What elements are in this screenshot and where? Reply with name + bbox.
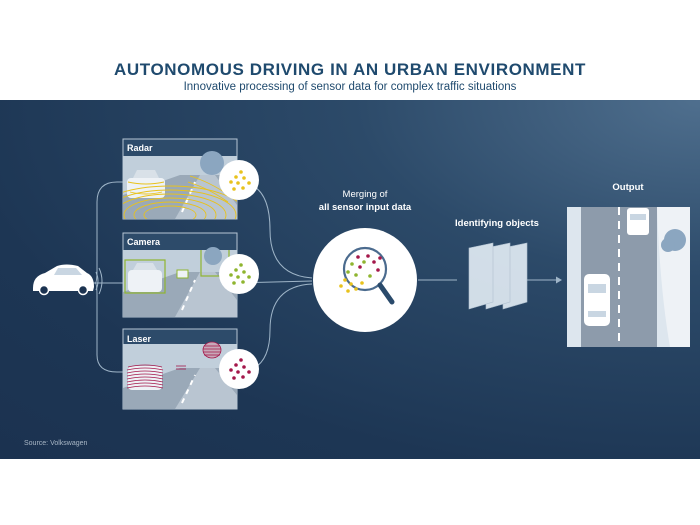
page-subtitle: Innovative processing of sensor data for… xyxy=(183,81,517,93)
camera-panel: Camera xyxy=(122,232,259,318)
page-title: AUTONOMOUS DRIVING IN AN URBAN ENVIRONME… xyxy=(114,60,586,79)
identifying-label: Identifying objects xyxy=(455,218,539,229)
header: AUTONOMOUS DRIVING IN AN URBAN ENVIRONME… xyxy=(0,0,700,100)
laser-panel: Laser xyxy=(122,328,259,410)
laser-object xyxy=(202,341,222,359)
output-car-front xyxy=(627,208,649,235)
arrow-head xyxy=(556,276,562,284)
source-note: Source: Volkswagen xyxy=(24,440,88,447)
camera-label: Camera xyxy=(127,237,161,247)
footer xyxy=(0,459,700,525)
output-car-ego xyxy=(584,274,610,326)
laser-points xyxy=(229,358,251,380)
radar-label: Radar xyxy=(127,143,153,153)
merging-magnifier-icon xyxy=(313,228,417,332)
merging-label-line2: all sensor input data xyxy=(319,202,412,213)
radar-panel: Radar xyxy=(122,138,259,220)
radar-points xyxy=(229,170,251,191)
layers-icon xyxy=(468,242,528,310)
laser-label: Laser xyxy=(127,334,152,344)
output-label: Output xyxy=(612,182,644,193)
merging-label-line1: Merging of xyxy=(343,189,388,200)
ego-car-icon xyxy=(33,264,103,296)
camera-points xyxy=(229,263,251,285)
